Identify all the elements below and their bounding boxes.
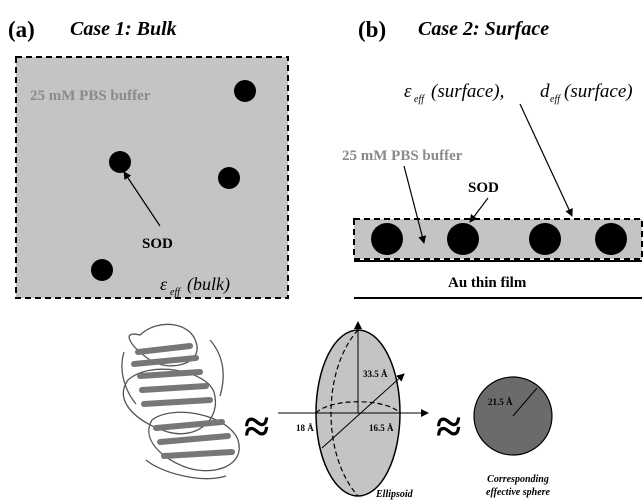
sod-particle xyxy=(595,223,627,255)
eps-subscript: eff xyxy=(414,94,425,105)
panel-b-title: Case 2: Surface xyxy=(418,18,549,40)
d-symbol: d xyxy=(540,81,550,102)
beta-strand xyxy=(161,449,235,459)
beta-strand xyxy=(135,343,193,355)
ellipsoid-model: 33.5 Å 18 Å 16.5 Å Ellipsoid xyxy=(278,321,429,500)
sphere-radius-line xyxy=(512,387,538,417)
dim-33-5-label: 33.5 Å xyxy=(363,369,388,379)
eps-argument: (bulk) xyxy=(187,274,230,295)
sod-particle xyxy=(529,223,561,255)
ellipsoid-caption: Ellipsoid xyxy=(375,489,414,500)
panel-a: (a) Case 1: Bulk 25 mM PBS buffer SOD ε … xyxy=(8,17,289,299)
sod-particle xyxy=(91,259,113,281)
sod-pointer-arrow xyxy=(469,197,489,223)
beta-strand xyxy=(153,419,225,431)
surface-sod-label: SOD xyxy=(468,180,499,196)
au-film-label: Au thin film xyxy=(448,275,527,291)
buffer-pointer-arrow xyxy=(403,165,427,244)
sphere-radius-label: 21.5 Å xyxy=(488,397,513,407)
sphere-caption-line2: effective sphere xyxy=(486,487,551,498)
sod-pointer-arrow xyxy=(123,171,161,227)
sphere-caption-line1: Corresponding xyxy=(487,474,549,485)
sod-particle xyxy=(109,151,131,173)
approx-symbol-1: ≈ xyxy=(244,401,269,452)
panel-a-title: Case 1: Bulk xyxy=(70,18,177,40)
bulk-sod-label: SOD xyxy=(142,236,173,252)
panel-a-letter: (a) xyxy=(8,17,35,42)
surface-buffer-label: 25 mM PBS buffer xyxy=(342,148,463,164)
eps-subscript: eff xyxy=(170,287,181,298)
sod-particle xyxy=(447,223,479,255)
sod-particle xyxy=(371,223,403,255)
sod-particle xyxy=(234,80,256,102)
beta-strand xyxy=(141,397,213,407)
eps-argument: (surface), xyxy=(431,81,504,102)
dim-18-label: 18 Å xyxy=(296,423,314,433)
protein-loops xyxy=(121,339,227,480)
beta-strand xyxy=(139,383,209,393)
protein-ribbon xyxy=(148,411,240,472)
d-subscript: eff xyxy=(550,94,561,105)
eps-symbol: ε xyxy=(160,274,168,294)
dim-16-5-label: 16.5 Å xyxy=(369,423,394,433)
protein-structure xyxy=(121,323,240,480)
effective-sphere-model: 21.5 Å Corresponding effective sphere xyxy=(473,376,553,498)
beta-strand xyxy=(137,369,203,379)
approx-symbol-2: ≈ xyxy=(436,401,461,452)
d-argument: (surface) xyxy=(564,81,633,102)
beta-strand xyxy=(131,355,199,367)
eps-symbol: ε xyxy=(404,81,412,102)
bulk-buffer-label: 25 mM PBS buffer xyxy=(30,88,151,104)
eps-d-surface-label: ε eff (surface), d eff (surface) xyxy=(404,81,633,105)
axis-diagonal-arrow xyxy=(321,373,405,449)
panel-b: (b) Case 2: Surface ε eff (surface), d e… xyxy=(342,17,643,299)
panel-b-letter: (b) xyxy=(358,17,386,42)
beta-strand xyxy=(157,433,231,445)
layer-pointer-arrow xyxy=(519,103,573,217)
sod-particle xyxy=(218,167,240,189)
eps-bulk-label: ε eff (bulk) xyxy=(160,274,230,298)
protein-ribbon xyxy=(128,323,198,367)
